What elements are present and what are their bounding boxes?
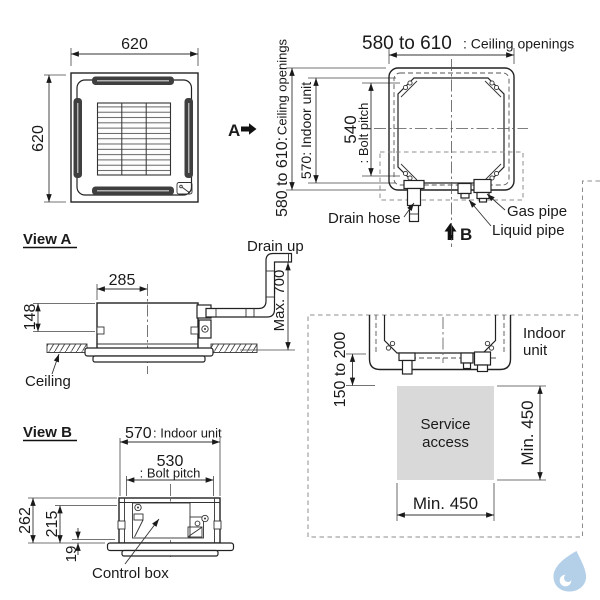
- drain-up-pipe: [205, 252, 293, 318]
- panel-louvers: [73, 76, 193, 195]
- service-clearance: Indoor unit 150 to 200 Service access Mi…: [307, 180, 600, 538]
- view-b-panel-lip: [121, 549, 219, 557]
- clearance-indoor-unit-label-line1: Indoor: [523, 325, 566, 342]
- min-side-dim: Min. 450: [518, 400, 537, 465]
- view-b-body-height-dim: 215: [44, 511, 61, 538]
- view-a-title: View A: [23, 231, 72, 248]
- view-a-panel-lip: [92, 355, 206, 363]
- drain-hose-label: Drain hose: [328, 210, 401, 227]
- partial-indoor-unit: [368, 315, 512, 375]
- ceiling-openings-top-value: 580 to 610: [362, 33, 452, 54]
- view-a-marker: A: [228, 121, 240, 140]
- ceiling-label: Ceiling: [25, 373, 71, 390]
- gas-pipe-label: Gas pipe: [507, 203, 567, 220]
- view-b-indoor-unit-label: : Indoor unit: [153, 426, 222, 441]
- view-a-width-dim: 285: [109, 272, 136, 289]
- view-b-marker: B: [460, 225, 472, 244]
- ceiling-openings-side-value: 580 to 610:: [274, 137, 291, 217]
- view-a-panel: [84, 347, 214, 357]
- view-b-total-height-dim: 262: [17, 507, 34, 534]
- min-bottom-dim: Min. 450: [413, 494, 478, 513]
- view-a-height-dim: 148: [22, 304, 39, 331]
- bolt-pitch-value: 540: [341, 115, 360, 143]
- panel-width-dim: 620: [121, 36, 148, 53]
- control-box: [132, 502, 209, 539]
- control-box-label: Control box: [92, 565, 169, 582]
- ceiling-hatch-left: [46, 343, 88, 353]
- indoor-unit-outline: [397, 77, 505, 184]
- top-view: A B 580 to 610 : Ceiling openings 580 to…: [228, 33, 574, 247]
- hanger-brackets: [400, 80, 502, 181]
- bolt-pitch-label: : Bolt pitch: [356, 103, 371, 164]
- indoor-unit-side-dim: 570: Indoor unit: [298, 82, 314, 179]
- view-b-indoor-unit-value: 570: [125, 425, 152, 442]
- view-b-title: View B: [23, 424, 72, 441]
- clearance-indoor-unit-label-line2: unit: [523, 342, 548, 359]
- ceiling-hatch-right: [210, 343, 258, 353]
- panel-outer-frame: [70, 72, 199, 203]
- clearance-dashed-boundary: [307, 180, 600, 538]
- ceiling-openings-side-label: Ceiling openings: [275, 38, 290, 135]
- view-b-bolt-pitch-label: : Bolt pitch: [140, 466, 201, 481]
- view-a-drain-height-dim: Max. 700: [271, 270, 288, 332]
- watermark-droplet-logo: [553, 551, 587, 592]
- drain-access-icon: [176, 182, 193, 195]
- drain-up-label: Drain up: [247, 238, 304, 255]
- service-access-area: [397, 386, 494, 480]
- service-access-label-line2: access: [422, 434, 469, 451]
- gas-liquid-pipes: [457, 178, 492, 203]
- intake-grille: [96, 102, 172, 176]
- ceiling-openings-top-label: : Ceiling openings: [463, 36, 574, 52]
- view-b-direction-arrow-icon: [444, 223, 457, 240]
- panel-height-dim: 620: [30, 125, 47, 152]
- liquid-pipe-label: Liquid pipe: [492, 222, 565, 239]
- view-a-direction-arrow-icon: [241, 123, 257, 135]
- view-b-bolt-pitch-value: 530: [157, 453, 184, 470]
- view-b-panel: [106, 542, 235, 552]
- panel-front-view: 620 620: [30, 36, 199, 203]
- drain-hose: [403, 179, 425, 223]
- service-access-label-line1: Service: [420, 416, 470, 433]
- clearance-gap-dim: 150 to 200: [332, 332, 349, 408]
- view-b: View B 570 : Indoor unit 530 : Bolt pitc…: [17, 424, 235, 582]
- view-b-panel-gap-dim: 19: [63, 546, 80, 563]
- view-a: View A Drain up 285 148: [22, 231, 304, 390]
